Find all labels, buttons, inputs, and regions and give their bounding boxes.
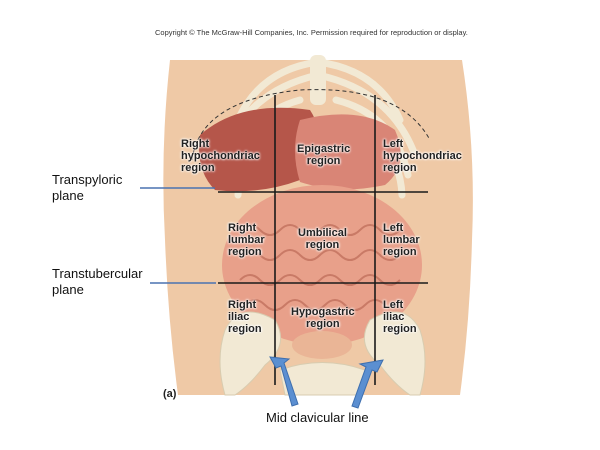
bladder [292, 331, 352, 359]
liver-outline [191, 89, 431, 161]
plane-pointer-lines [140, 187, 216, 284]
epigastric-label: Epigastric region [297, 143, 351, 167]
liver [199, 107, 318, 192]
transtubercular-plane-label: Transtubercular plane [52, 266, 143, 297]
right-hypochondriac-label: Right hypochondriac region [181, 138, 260, 174]
right-iliac-label: Right iliac region [228, 299, 262, 335]
sternum [310, 55, 326, 105]
panel-letter: (a) [163, 388, 177, 400]
mid-clavicular-arrows [269, 356, 384, 409]
right-lumbar-label: Right lumbar region [228, 222, 265, 258]
mid-clavicular-line-label: Mid clavicular line [266, 410, 369, 425]
right-arrow [351, 359, 384, 409]
left-iliac-label: Left iliac region [383, 299, 417, 335]
left-arrow [269, 356, 299, 407]
pelvis [219, 311, 426, 396]
intestines [222, 185, 422, 345]
hypogastric-label: Hypogastric region [291, 306, 355, 330]
transpyloric-plane-label: Transpyloric plane [52, 172, 123, 203]
left-lumbar-label: Left lumbar region [383, 222, 420, 258]
umbilical-label: Umbilical region [298, 227, 347, 251]
left-hypochondriac-label: Left hypochondriac region [383, 138, 462, 174]
region-grid [218, 95, 428, 385]
copyright-notice: Copyright © The McGraw-Hill Companies, I… [155, 28, 468, 37]
